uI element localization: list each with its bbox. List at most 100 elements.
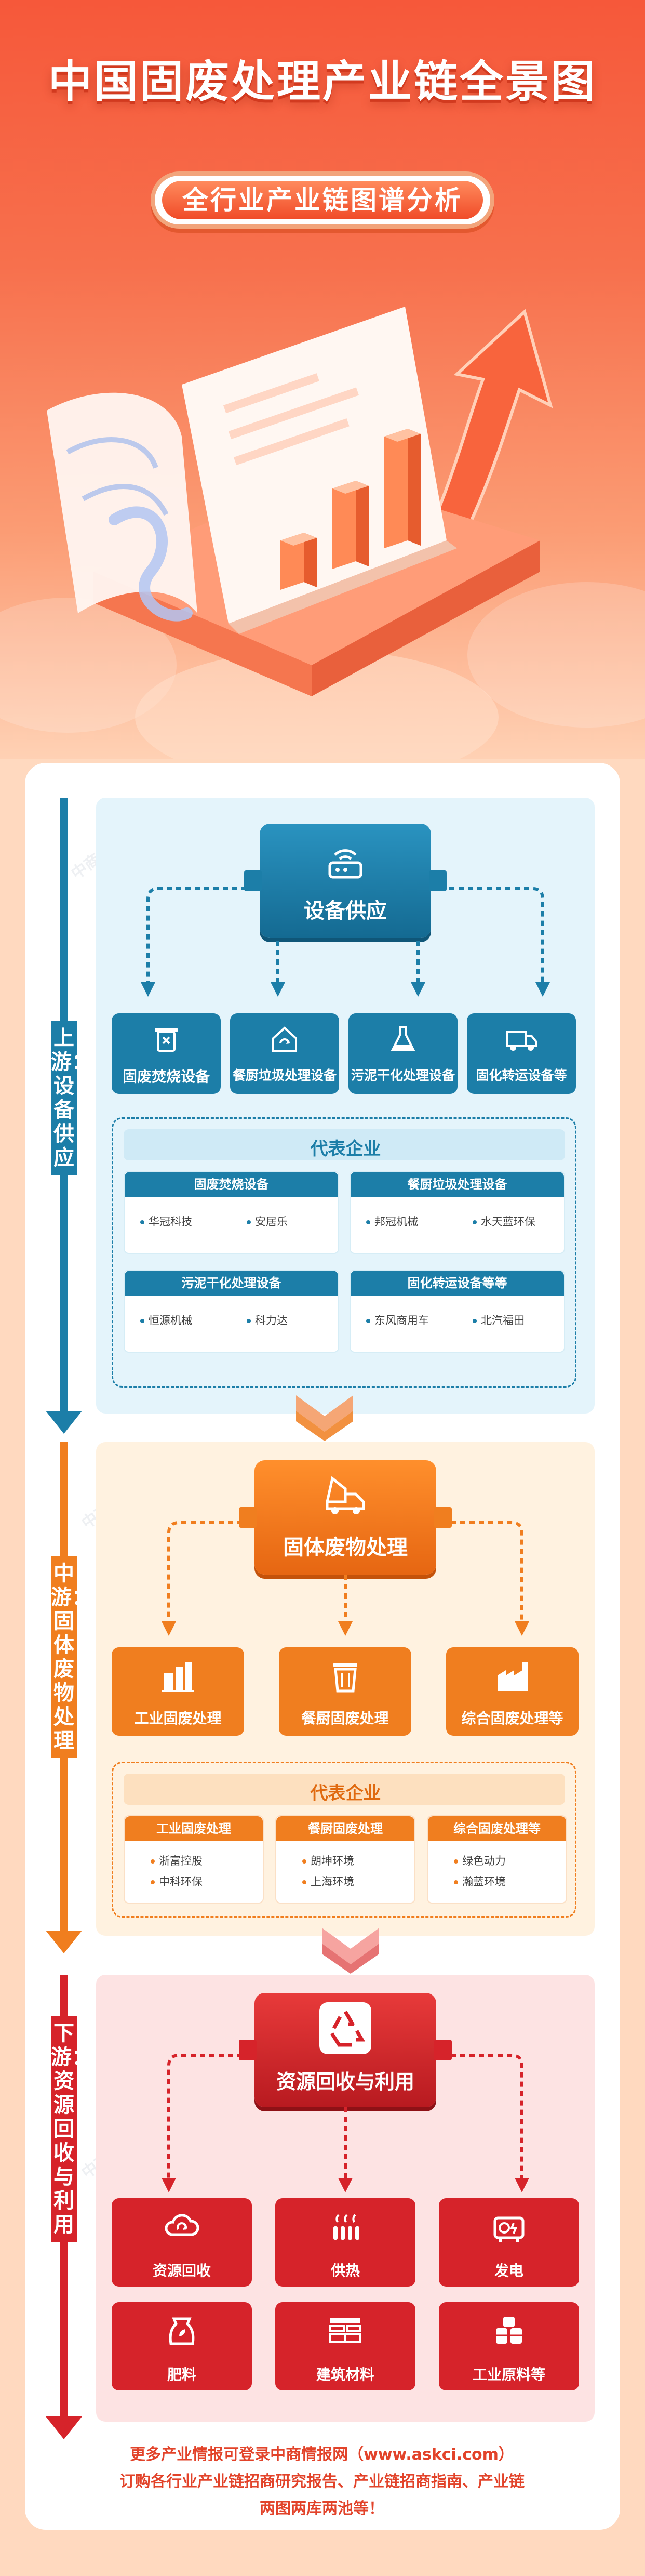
rep-category: 工业固废处理 浙富控股 中科环保 — [124, 1815, 264, 1904]
industrial-icon — [162, 1662, 194, 1692]
recycle-icon — [330, 2011, 366, 2047]
rep-category: 固废焚烧设备 华冠科技 安居乐 — [124, 1171, 339, 1254]
company: 安居乐 — [247, 1213, 288, 1229]
rep-category-name: 综合固废处理等 — [428, 1816, 566, 1841]
rep-title: 代表企业 — [310, 1783, 381, 1804]
upstream-tile-transport: 固化转运设备等 — [467, 1013, 576, 1094]
upstream-rep-box: 代表企业 固废焚烧设备 华冠科技 安居乐 餐厨垃圾处理设备 邦冠机械 水天蓝环保… — [112, 1117, 576, 1388]
upstream-connectors — [141, 887, 550, 997]
upstream-side-bar: 上游：设备供应 — [46, 798, 92, 1434]
midstream-side-label: 中游：固体废物处理 — [51, 1556, 92, 1758]
barrels-icon — [496, 2317, 522, 2344]
tile-label: 餐厨固废处理 — [301, 1710, 389, 1727]
company: 华冠科技 — [140, 1213, 192, 1229]
footer-line: 两图两库两池等！ — [260, 2500, 384, 2518]
hub-plug — [244, 870, 262, 891]
tile-label: 固化转运设备等 — [476, 1068, 567, 1083]
header-banner: 中国固废处理产业链全景图 全行业产业链图谱分析 — [0, 0, 645, 759]
subtitle-text: 全行业产业链图谱分析 — [162, 181, 483, 219]
rep-title: 代表企业 — [310, 1139, 381, 1159]
hub-label: 设备供应 — [304, 899, 387, 923]
tile-label: 发电 — [494, 2262, 523, 2279]
company: 上海环境 — [302, 1873, 354, 1889]
tile-label: 肥料 — [167, 2366, 196, 2383]
company: 邦冠机械 — [366, 1213, 418, 1229]
company: 北汽福田 — [473, 1312, 525, 1328]
footer-line: 更多产业情报可登录中商情报网（www.askci.com） — [130, 2446, 514, 2464]
rep-category: 固化转运设备等等 东风商用车 北汽福田 — [350, 1270, 565, 1353]
downstream-tile-heating: 供热 — [275, 2198, 415, 2287]
hub-plug — [239, 1507, 257, 1528]
rep-category: 餐厨固废处理 朗坤环境 上海环境 — [275, 1815, 415, 1904]
upstream-hub: 设备供应 — [244, 824, 447, 938]
downstream-tile-raw-materials: 工业原料等 — [439, 2302, 579, 2390]
rep-category-name: 污泥干化处理设备 — [125, 1271, 338, 1296]
factory-icon — [497, 1662, 528, 1691]
rep-category: 综合固废处理等 绿色动力 瀚蓝环境 — [427, 1815, 567, 1904]
midstream-rep-box: 代表企业 工业固废处理 浙富控股 中科环保 餐厨固废处理 朗坤环境 上海环境 综… — [112, 1762, 576, 1918]
bricks-icon — [329, 2318, 361, 2343]
footer-line: 订购各行业产业链招商研究报告、产业链招商指南、产业链 — [119, 2473, 525, 2491]
midstream-side-bar: 中游：固体废物处理 — [46, 1442, 92, 1953]
router-icon — [328, 849, 362, 879]
company: 朗坤环境 — [302, 1853, 354, 1868]
hub-plug — [434, 1507, 452, 1528]
rep-category-name: 固废焚烧设备 — [125, 1172, 338, 1197]
tile-label: 供热 — [330, 2262, 360, 2279]
company: 水天蓝环保 — [473, 1213, 535, 1229]
rep-category: 污泥干化处理设备 恒源机械 科力达 — [124, 1270, 339, 1353]
tile-label: 工业原料等 — [472, 2366, 545, 2383]
subtitle-badge: 全行业产业链图谱分析 — [151, 171, 494, 229]
chevron-down-icon — [296, 1395, 353, 1441]
rep-title-bar — [124, 1129, 565, 1160]
midstream-tile-comprehensive: 综合固废处理等 — [446, 1647, 579, 1736]
tile-label: 餐厨垃圾处理设备 — [232, 1068, 337, 1083]
upstream-tile-kitchen-waste: 餐厨垃圾处理设备 — [230, 1013, 339, 1094]
tile-label: 资源回收 — [152, 2262, 211, 2279]
midstream-connectors — [162, 1521, 529, 1636]
tile-label: 综合固废处理等 — [461, 1710, 563, 1727]
upstream-tile-incineration: 固废焚烧设备 — [112, 1013, 221, 1094]
company: 绿色动力 — [454, 1853, 506, 1868]
side-bar-arrowhead — [46, 1411, 82, 1434]
tile-label: 固废焚烧设备 — [122, 1068, 210, 1085]
heat-icon — [333, 2214, 359, 2240]
side-bar-arrowhead — [46, 1931, 82, 1953]
company: 东风商用车 — [366, 1312, 429, 1328]
chevron-down-icon — [322, 1928, 379, 1974]
side-bar-arrowhead — [46, 2416, 82, 2439]
company: 瀚蓝环境 — [454, 1873, 506, 1889]
house-recycle-icon — [272, 1026, 297, 1052]
hub-plug — [239, 2040, 257, 2060]
rep-category-name: 餐厨垃圾处理设备 — [351, 1172, 564, 1197]
rep-category-name: 餐厨固废处理 — [276, 1816, 414, 1841]
company: 浙富控股 — [151, 1853, 203, 1868]
downstream-connectors — [162, 2054, 529, 2192]
company: 科力达 — [247, 1312, 288, 1328]
hub-plug — [434, 2040, 452, 2060]
recycle-icon-badge — [319, 2002, 371, 2054]
downstream-tile-recycling: 资源回收 — [112, 2198, 252, 2287]
rep-category: 餐厨垃圾处理设备 邦冠机械 水天蓝环保 — [350, 1171, 565, 1254]
tile-label: 污泥干化处理设备 — [351, 1068, 455, 1083]
midstream-tile-industrial: 工业固废处理 — [112, 1647, 244, 1736]
hub-plug — [429, 870, 447, 891]
midstream-tile-kitchen: 餐厨固废处理 — [279, 1647, 411, 1736]
midstream-hub: 固体废物处理 — [239, 1460, 452, 1575]
downstream-tile-fertilizer: 肥料 — [112, 2302, 252, 2390]
page-title: 中国固废处理产业链全景图 — [48, 56, 597, 107]
upstream-tile-sludge: 污泥干化处理设备 — [348, 1013, 458, 1094]
hub-label: 资源回收与利用 — [276, 2070, 414, 2093]
fertilizer-bag-icon — [169, 2317, 195, 2345]
company: 恒源机械 — [140, 1312, 192, 1328]
generator-icon — [493, 2216, 525, 2242]
cloud-recycle-icon — [165, 2214, 199, 2236]
downstream-side-bar: 下游：资源回收与利用 — [46, 1975, 92, 2439]
downstream-hub: 资源回收与利用 — [239, 1993, 452, 2107]
rep-category-name: 工业固废处理 — [125, 1816, 263, 1841]
tile-label: 建筑材料 — [316, 2366, 374, 2383]
rep-title-bar — [124, 1774, 565, 1805]
dump-truck-icon — [325, 1476, 365, 1514]
flask-icon — [391, 1026, 415, 1051]
